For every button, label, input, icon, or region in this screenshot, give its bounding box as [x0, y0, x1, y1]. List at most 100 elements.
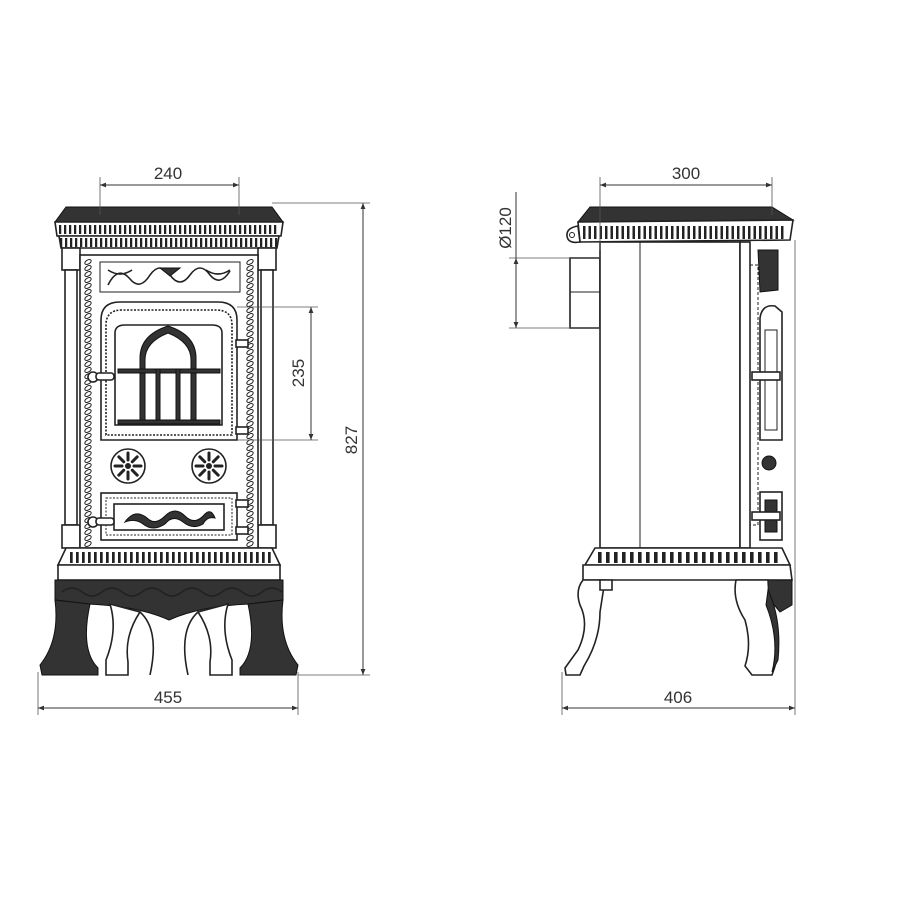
cap-flute [165, 238, 168, 247]
cap-flute [150, 238, 153, 247]
rope-link [246, 259, 254, 265]
rope-link [84, 307, 92, 313]
rope-link [84, 295, 92, 301]
base-flute [630, 552, 634, 563]
base-flute [76, 552, 79, 563]
cap-flute [215, 238, 218, 247]
base-flute [166, 552, 169, 563]
base-flute [256, 552, 259, 563]
base-flute [136, 552, 139, 563]
front-top-cap [54, 206, 284, 249]
cap-flute [610, 226, 613, 239]
cap-flute [140, 238, 143, 247]
cap-flute [190, 238, 193, 247]
dimension-door-height: 235 [237, 306, 318, 441]
base-flute [726, 552, 730, 563]
cap-flute [715, 226, 718, 239]
ash-door[interactable] [100, 492, 249, 541]
rope-link [84, 481, 92, 487]
cap-flute [249, 225, 252, 234]
base-flute [112, 552, 115, 563]
base-flute [262, 552, 265, 563]
base-flute [598, 552, 602, 563]
cap-flute [219, 225, 222, 234]
rope-link [84, 421, 92, 427]
rope-link [246, 319, 254, 325]
rope-trim [84, 259, 254, 547]
side-legs [564, 579, 780, 676]
rope-link [246, 481, 254, 487]
air-vent-rosette-left[interactable] [110, 448, 146, 484]
cap-flute [230, 238, 233, 247]
rope-link [84, 313, 92, 319]
cap-flute [274, 225, 277, 234]
cap-flute [627, 226, 630, 239]
right-pillar-cap [257, 247, 277, 271]
cap-flute [85, 238, 88, 247]
cap-flute [269, 225, 272, 234]
side-panel [599, 241, 741, 549]
cap-flute [204, 225, 207, 234]
base-flute [774, 552, 778, 563]
rope-link [246, 469, 254, 475]
base-flute [154, 552, 157, 563]
base-flute [718, 552, 722, 563]
base-flute [670, 552, 674, 563]
cap-flute [671, 226, 674, 239]
cap-flute [583, 226, 586, 239]
base-flute [196, 552, 199, 563]
cap-flute [660, 226, 663, 239]
rope-link [246, 415, 254, 421]
dimension-top-width: 240 [99, 164, 240, 215]
cap-flute [60, 238, 63, 247]
cap-flute [114, 225, 117, 234]
rope-link [84, 265, 92, 271]
cap-flute [275, 238, 278, 247]
base-flute [606, 552, 610, 563]
rope-link [246, 313, 254, 319]
air-vent-rosette-right[interactable] [191, 448, 227, 484]
cap-flute [616, 226, 619, 239]
cap-flute [643, 226, 646, 239]
ash-door-handle[interactable] [87, 516, 115, 528]
rope-link [246, 283, 254, 289]
dimension-total-height: 827 [272, 202, 370, 676]
base-flute [124, 552, 127, 563]
side-top-cap [566, 206, 795, 244]
scroll-frieze [99, 261, 241, 293]
side-base [582, 547, 793, 613]
cap-flute [731, 226, 734, 239]
rope-link [246, 265, 254, 271]
door-glass [114, 324, 223, 426]
cap-flute [169, 225, 172, 234]
cap-flute [144, 225, 147, 234]
cap-flute [259, 225, 262, 234]
rope-link [246, 361, 254, 367]
cap-flute [621, 226, 624, 239]
rope-link [84, 361, 92, 367]
cap-flute [199, 225, 202, 234]
rope-link [84, 427, 92, 433]
base-flute [88, 552, 91, 563]
cap-flute [149, 225, 152, 234]
base-flute [654, 552, 658, 563]
cap-flute [748, 226, 751, 239]
rope-link [246, 271, 254, 277]
fire-door[interactable] [100, 301, 249, 441]
base-flute [190, 552, 193, 563]
base-flute [220, 552, 223, 563]
cap-flute [682, 226, 685, 239]
cap-flute [65, 238, 68, 247]
door-handle[interactable] [87, 371, 115, 383]
rope-link [246, 535, 254, 541]
base-flute [106, 552, 109, 563]
rope-link [84, 385, 92, 391]
dimension-total-depth: 406 [561, 240, 796, 715]
rope-link [246, 355, 254, 361]
cap-flute [69, 225, 72, 234]
base-flute [662, 552, 666, 563]
rope-link [246, 277, 254, 283]
rope-link [246, 421, 254, 427]
cap-flute [210, 238, 213, 247]
front-legs [39, 599, 299, 676]
